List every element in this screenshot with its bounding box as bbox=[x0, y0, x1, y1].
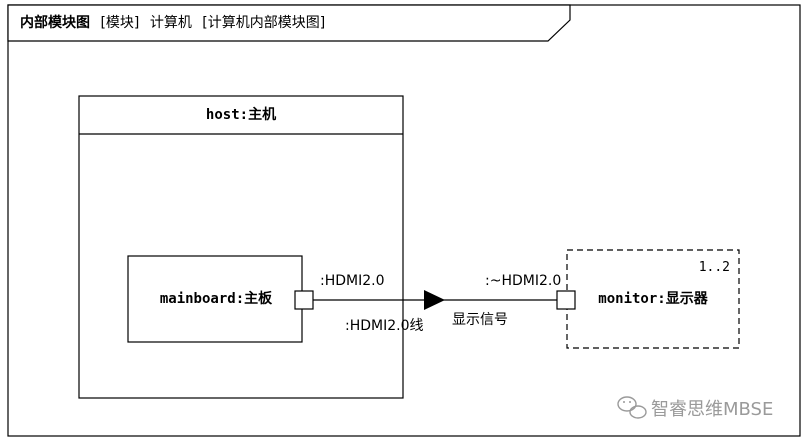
mainboard-part[interactable]: mainboard:主板 bbox=[127, 255, 303, 343]
frame-stereotype-2: [计算机内部模块图] bbox=[202, 15, 325, 31]
frame-title: 内部模块图 [模块] 计算机 [计算机内部模块图] bbox=[20, 14, 325, 31]
frame-title-tab bbox=[7, 4, 571, 42]
mainboard-port[interactable] bbox=[294, 290, 314, 310]
frame-stereotype-1: [模块] bbox=[100, 15, 139, 31]
mainboard-label: mainboard:主板 bbox=[160, 290, 273, 307]
mainboard-port-label: :HDMI2.0 bbox=[320, 273, 385, 289]
monitor-label: monitor:显示器 bbox=[598, 291, 708, 307]
watermark: 智睿思维MBSE bbox=[617, 396, 773, 420]
frame-kind: 内部模块图 bbox=[20, 14, 90, 31]
monitor-multiplicity: 1..2 bbox=[699, 260, 730, 275]
host-block[interactable]: host:主机 bbox=[78, 95, 404, 399]
watermark-text: 智睿思维MBSE bbox=[651, 399, 773, 420]
item-flow-arrow-icon bbox=[424, 290, 445, 310]
frame-block-name: 计算机 bbox=[150, 15, 192, 31]
monitor-port[interactable] bbox=[556, 290, 576, 310]
item-flow-label: 显示信号 bbox=[452, 312, 508, 328]
monitor-port-label: :~HDMI2.0 bbox=[485, 273, 561, 289]
wechat-icon bbox=[617, 396, 647, 419]
connector-label: :HDMI2.0线 bbox=[345, 318, 424, 334]
host-block-label: host:主机 bbox=[206, 106, 276, 123]
monitor-part[interactable]: 1..2 monitor:显示器 bbox=[566, 249, 740, 349]
